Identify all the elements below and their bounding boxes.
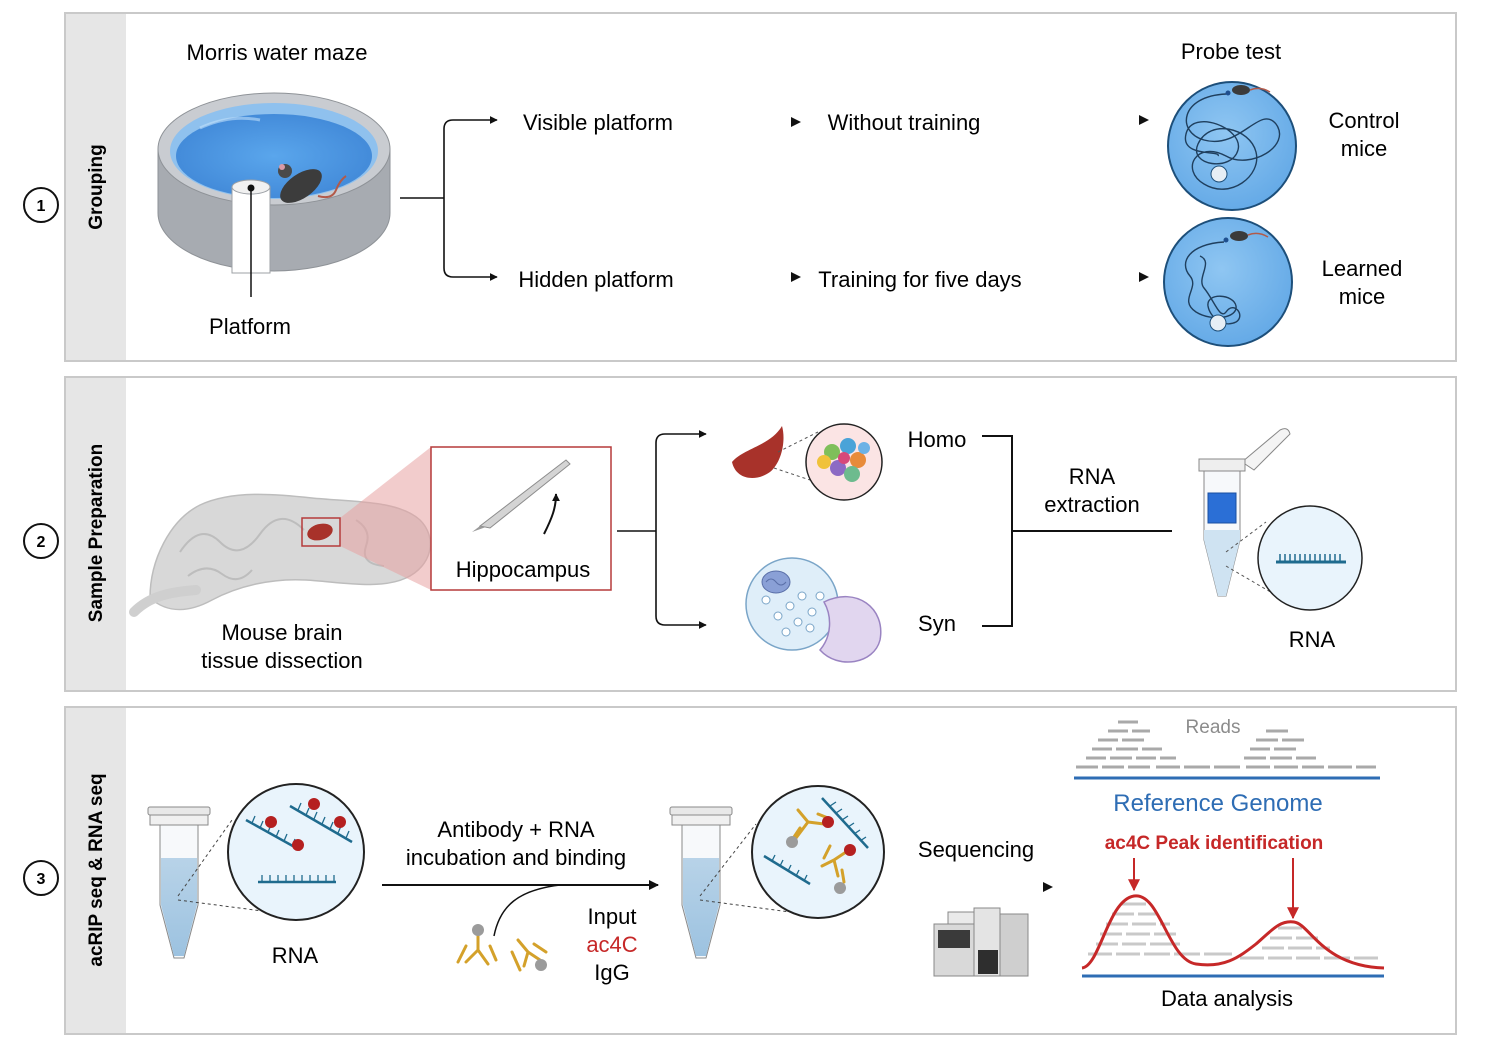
svg-text:3: 3 xyxy=(37,871,46,888)
brain-dissection-label-line1: Mouse brain xyxy=(221,620,342,645)
incubation-label-line1: Antibody + RNA xyxy=(437,817,594,842)
hippocampus-zoom-callout xyxy=(301,446,612,591)
reads-label: Reads xyxy=(1186,717,1241,738)
step-number-3: 3 xyxy=(23,860,59,896)
without-training-label: Without training xyxy=(828,110,981,135)
igg-label: IgG xyxy=(594,960,629,985)
homogenate-tissue-icon xyxy=(732,423,883,501)
step-number-2: 2 xyxy=(23,523,59,559)
sequencing-label: Sequencing xyxy=(918,837,1034,862)
svg-text:1: 1 xyxy=(37,198,46,215)
hippocampus-label: Hippocampus xyxy=(456,557,591,582)
hidden-platform-label: Hidden platform xyxy=(518,267,673,292)
synaptosome-icon xyxy=(745,557,882,663)
grouping-branch-arrows xyxy=(400,116,498,281)
rna-acetylation-zoom xyxy=(227,783,365,921)
control-mice-label-line2: mice xyxy=(1341,136,1387,161)
rna-tube-icon xyxy=(147,806,271,959)
extracted-rna-label: RNA xyxy=(1289,627,1336,652)
sequencer-machine-icon xyxy=(933,907,1029,977)
peak-identification-label: ac4C Peak identification xyxy=(1105,833,1324,854)
visible-platform-label: Visible platform xyxy=(523,110,673,135)
training-five-days-label: Training for five days xyxy=(818,267,1021,292)
reference-genome-label: Reference Genome xyxy=(1113,790,1322,817)
platform-label: Platform xyxy=(209,314,291,339)
mouse-swimming-icon xyxy=(278,164,347,203)
maze-title: Morris water maze xyxy=(187,40,368,65)
probe-control-pool xyxy=(1167,81,1297,211)
aligned-reads-top xyxy=(1076,720,1376,769)
rna-extraction-label-line1: RNA xyxy=(1069,464,1116,489)
brain-dissection-label-line2: tissue dissection xyxy=(201,648,362,673)
side-label-acrip-seq: acRIP seq & RNA seq xyxy=(86,773,107,966)
svg-text:2: 2 xyxy=(37,534,46,551)
syn-label: Syn xyxy=(918,611,956,636)
ac4c-label: ac4C xyxy=(586,932,637,957)
extraction-tube-icon xyxy=(1198,428,1363,611)
step-number-1: 1 xyxy=(23,187,59,223)
peak-curve xyxy=(1081,894,1385,970)
probe-learned-pool xyxy=(1163,217,1293,347)
learned-mice-label-line1: Learned xyxy=(1322,256,1403,281)
sample-branch-arrows xyxy=(617,430,707,629)
antibody-merge-curve xyxy=(493,884,561,937)
rna-extraction-bracket xyxy=(982,435,1172,627)
data-analysis-label: Data analysis xyxy=(1161,986,1293,1011)
antibody-rna-binding-zoom xyxy=(751,785,885,919)
probe-test-title: Probe test xyxy=(1181,39,1281,64)
incubation-label-line2: incubation and binding xyxy=(406,845,626,870)
water-maze-pool xyxy=(157,92,391,272)
side-label-grouping: Grouping xyxy=(86,144,107,229)
ip-tube-icon xyxy=(669,806,791,959)
antibody-icons xyxy=(456,924,548,972)
input-rna-label: RNA xyxy=(272,943,319,968)
rna-extraction-label-line2: extraction xyxy=(1044,492,1139,517)
learned-mice-label-line2: mice xyxy=(1339,284,1385,309)
input-label: Input xyxy=(588,904,637,929)
homo-label: Homo xyxy=(908,427,967,452)
scalpel-icon xyxy=(472,459,571,535)
side-label-sample-preparation: Sample Preparation xyxy=(86,444,107,622)
control-mice-label-line1: Control xyxy=(1329,108,1400,133)
